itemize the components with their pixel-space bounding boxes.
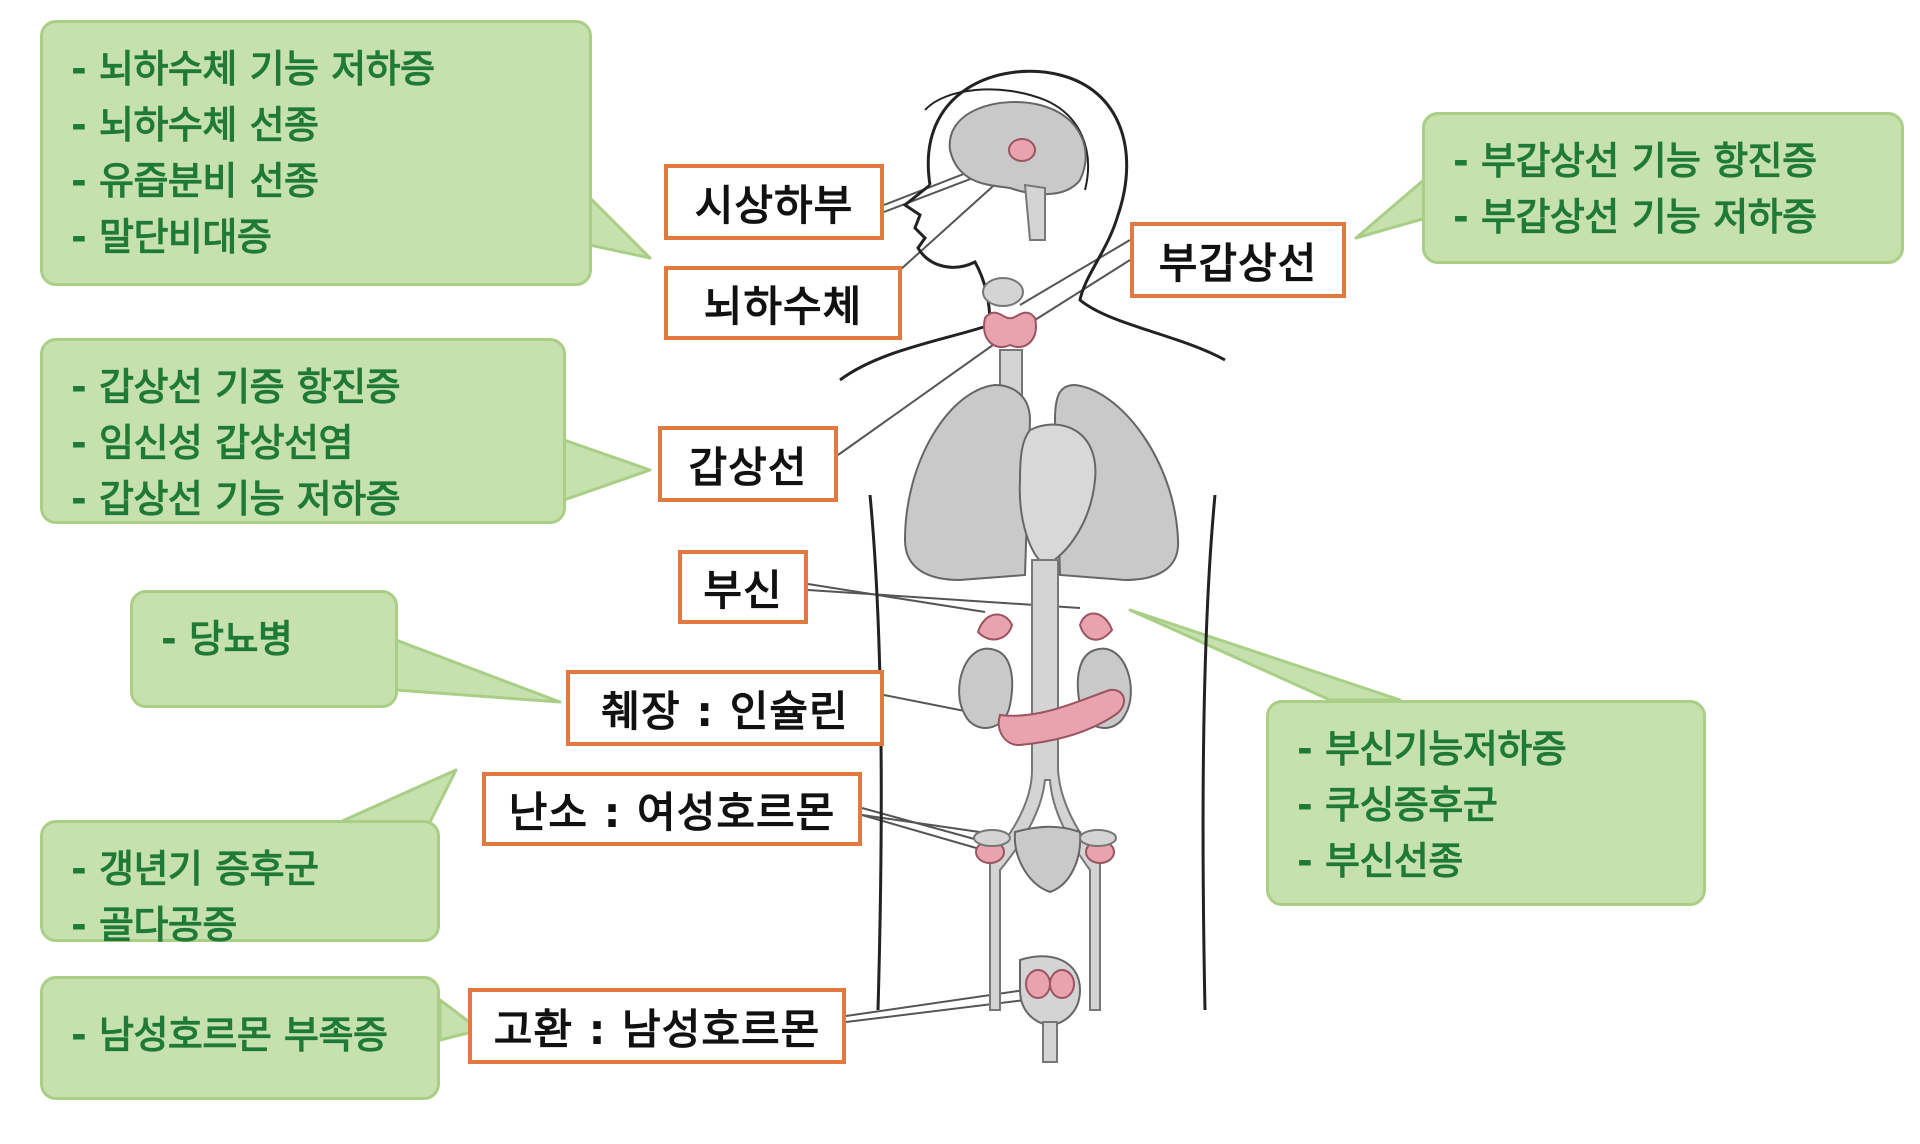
callout-item: - 뇌하수체 기능 저하증 xyxy=(71,47,435,91)
callout-item: - 당뇨병 xyxy=(161,617,293,661)
callout-item: - 골다공증 xyxy=(71,903,237,947)
brainstem xyxy=(1023,183,1046,241)
callout-item: - 갱년기 증후군 xyxy=(71,847,319,891)
left-kidney xyxy=(958,647,1014,729)
right-lung xyxy=(1053,383,1180,582)
pancreas xyxy=(997,688,1125,747)
label-parathyroid: 부갑상선 xyxy=(1130,222,1346,298)
callout-item: - 임신성 갑상선염 xyxy=(71,421,353,465)
callout-parathyroid: - 부갑상선 기능 항진증 - 부갑상선 기능 저하증 xyxy=(1422,112,1904,264)
callout-item: - 뇌하수체 선종 xyxy=(71,103,319,147)
label-pituitary: 뇌하수체 xyxy=(664,266,902,340)
callout-thyroid: - 갑상선 기증 항진증 - 임신성 갑상선염 - 갑상선 기능 저하증 xyxy=(40,338,566,524)
callout-item: - 유즙분비 선종 xyxy=(71,159,319,203)
callout-item: - 남성호르몬 부족증 xyxy=(71,1013,388,1057)
callout-pancreas: - 당뇨병 xyxy=(130,590,398,708)
label-thyroid: 갑상선 xyxy=(658,426,838,502)
thyroid-gland xyxy=(983,311,1037,348)
left-testis xyxy=(1025,969,1051,999)
callout-adrenal: - 부신기능저하증 - 쿠싱증후군 - 부신선종 xyxy=(1266,700,1706,906)
label-hypothalamus: 시상하부 xyxy=(664,164,884,240)
pituitary-gland xyxy=(1008,138,1036,162)
left-fallopian xyxy=(973,829,1011,847)
callout-item: - 부갑상선 기능 저하증 xyxy=(1453,195,1817,239)
callout-item: - 쿠싱증후군 xyxy=(1297,783,1498,827)
callout-pituitary: - 뇌하수체 기능 저하증 - 뇌하수체 선종 - 유즙분비 선종 - 말단비대… xyxy=(40,20,592,286)
right-adrenal xyxy=(1078,612,1114,641)
callout-ovary: - 갱년기 증후군 - 골다공증 xyxy=(40,820,440,947)
label-pancreas: 췌장 : 인슐린 xyxy=(566,670,884,746)
callout-item: - 부신선종 xyxy=(1297,839,1463,883)
left-adrenal xyxy=(976,613,1014,641)
larynx xyxy=(982,277,1024,307)
callout-testis: - 남성호르몬 부족증 xyxy=(40,976,440,1100)
callout-item: - 갑상선 기능 저하증 xyxy=(71,477,401,521)
right-fallopian xyxy=(1079,829,1117,847)
callout-item: - 부갑상선 기능 항진증 xyxy=(1453,139,1817,183)
label-testis: 고환 : 남성호르몬 xyxy=(468,988,846,1064)
callout-item: - 말단비대증 xyxy=(71,215,272,259)
urethra xyxy=(1042,1021,1058,1063)
left-lung xyxy=(903,383,1032,582)
uterus xyxy=(1013,825,1082,894)
right-testis xyxy=(1049,969,1075,999)
callout-item: - 갑상선 기증 항진증 xyxy=(71,365,401,409)
label-adrenal: 부신 xyxy=(678,550,808,624)
callout-item: - 부신기능저하증 xyxy=(1297,727,1567,771)
label-ovary: 난소 : 여성호르몬 xyxy=(482,772,862,846)
